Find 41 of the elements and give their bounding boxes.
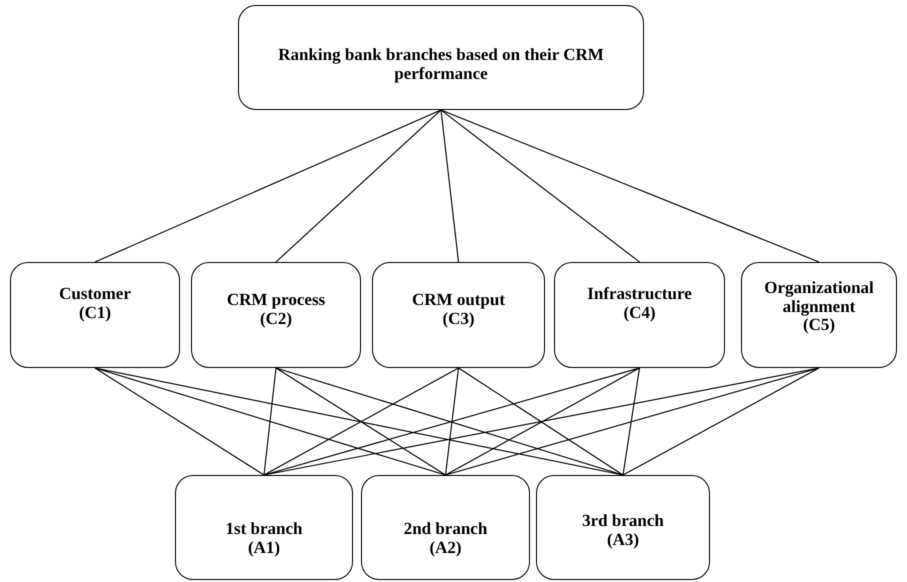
rounded-box bbox=[554, 262, 725, 368]
rounded-box bbox=[191, 262, 361, 368]
node-label: (C2) bbox=[260, 310, 292, 328]
node-label: (C1) bbox=[78, 304, 112, 322]
node-label: CRM process bbox=[226, 291, 326, 310]
node-label: 2nd branch bbox=[404, 520, 488, 539]
connector-line bbox=[276, 110, 442, 262]
connector-line bbox=[94, 368, 264, 476]
rounded-box bbox=[741, 262, 897, 368]
connector-line bbox=[458, 368, 624, 476]
rounded-box bbox=[238, 5, 644, 110]
connector-line bbox=[263, 368, 277, 476]
rounded-box bbox=[361, 475, 530, 580]
connector-line bbox=[94, 367, 624, 476]
rounded-box bbox=[372, 262, 545, 368]
node-label: Customer bbox=[59, 285, 131, 304]
node-label: (C4) bbox=[623, 304, 656, 322]
rounded-box bbox=[175, 475, 353, 580]
connector-line bbox=[440, 110, 640, 262]
node-label: 3rd branch bbox=[582, 512, 664, 531]
rounded-box bbox=[10, 262, 180, 368]
node-label: (A3) bbox=[606, 530, 640, 550]
connector-line bbox=[94, 110, 442, 262]
connector-line bbox=[622, 368, 640, 476]
node-label: (A2) bbox=[429, 538, 462, 558]
node-label: (A1) bbox=[248, 538, 280, 558]
connector-line bbox=[622, 368, 820, 476]
connector-line bbox=[440, 109, 820, 263]
node-label: 1st branch bbox=[226, 520, 302, 539]
connector-line bbox=[444, 368, 460, 476]
node-label: Organizational alignment bbox=[763, 279, 875, 316]
node-label: Infrastructure bbox=[587, 285, 692, 304]
node-label: (C5) bbox=[802, 316, 836, 336]
connector-line bbox=[440, 110, 460, 262]
node-label: Ranking bank branches based on their CRM performance bbox=[277, 46, 605, 84]
node-label: (C3) bbox=[442, 310, 475, 328]
connector-line bbox=[94, 367, 446, 476]
node-label: CRM output bbox=[412, 291, 506, 310]
connector-line bbox=[445, 368, 640, 476]
rounded-box bbox=[536, 475, 710, 580]
connector-line bbox=[445, 367, 820, 476]
